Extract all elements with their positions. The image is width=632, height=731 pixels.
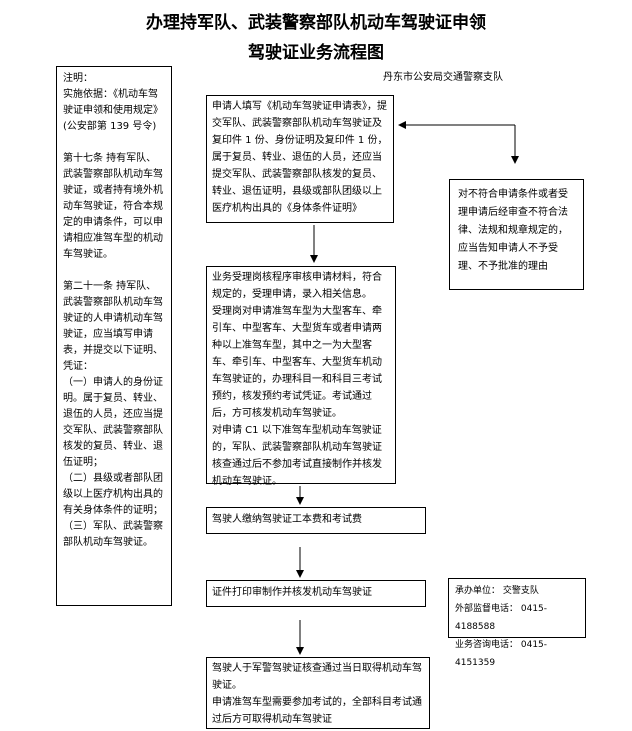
- consult-phone: 业务咨询电话： 0415-4151359: [455, 640, 548, 668]
- step-application: 申请人填写《机动车驾驶证申请表》，提交军队、武装警察部队机动车驾驶证及复印件 1…: [206, 95, 394, 223]
- note-item-3: （三）军队、武装警察部队机动车驾驶证。: [63, 521, 163, 548]
- note-item-1: （一）申请人的身份证明。属于复员、转业、退伍的人员，还应当提交军队、武装警察部队…: [63, 377, 163, 468]
- step-review: 业务受理岗核程序审核申请材料，符合规定的，受理申请，录入相关信息。 受理岗对申请…: [206, 266, 396, 487]
- step-print-issue: 证件打印审制作并核发机动车驾驶证: [206, 580, 426, 607]
- note-intro: 注明： 实施依据：《机动车驾驶证申领和使用规定》(公安部第 139 号令): [63, 73, 163, 132]
- step-review-accept: 业务受理岗核程序审核申请材料，符合规定的，受理申请，录入相关信息。: [212, 272, 382, 300]
- rejection-notice: 对不符合申请条件或者受理申请后经审查不符合法律、法规和规章规定的，应当告知申请人…: [449, 179, 584, 290]
- step-fee-payment: 驾驶人缴纳驾驶证工本费和考试费: [206, 507, 426, 534]
- organizer-info: 承办单位： 交警支队 外部监督电话： 0415-4188588 业务咨询电话： …: [448, 578, 586, 668]
- supervision-phone: 外部监督电话： 0415-4188588: [455, 604, 548, 632]
- legal-basis-note: 注明： 实施依据：《机动车驾驶证申领和使用规定》(公安部第 139 号令) 第十…: [56, 66, 172, 606]
- step-review-exam: 受理岗对申请准驾车型为大型客车、牵引车、中型客车、大型货车或者申请两种以上准驾车…: [212, 306, 382, 419]
- issuer-label: 丹东市公安局交通警察支队: [383, 72, 503, 83]
- step-obtain-same-day: 驾驶人于军警驾驶证核查通过当日取得机动车驾驶证。: [212, 663, 422, 691]
- page-title: 办理持军队、武装警察部队机动车驾驶证申领: [146, 13, 486, 33]
- note-article-21: 第二十一条 持军队、武装警察部队机动车驾驶证的人申请机动车驾驶证，应当填写申请表…: [63, 281, 163, 372]
- step-obtain-license: 驾驶人于军警驾驶证核查通过当日取得机动车驾驶证。 申请准驾车型需要参加考试的，全…: [206, 657, 430, 729]
- step-review-c1: 对申请 C1 以下准驾车型机动车驾驶证的，军队、武装警察部队机动车驾驶证核查通过…: [212, 425, 382, 487]
- step-obtain-after-exam: 申请准驾车型需要参加考试的，全部科目考试通过后方可取得机动车驾驶证: [212, 697, 422, 725]
- organizer-unit: 承办单位： 交警支队: [455, 586, 539, 596]
- page-title-line2: 驾驶证业务流程图: [248, 43, 384, 63]
- note-item-2: （二）县级或者部队团级以上医疗机构出具的有关身体条件的证明；: [63, 473, 163, 516]
- note-article-17: 第十七条 持有军队、武装警察部队机动车驾驶证，或者持有境外机动车驾驶证，符合本规…: [63, 153, 163, 260]
